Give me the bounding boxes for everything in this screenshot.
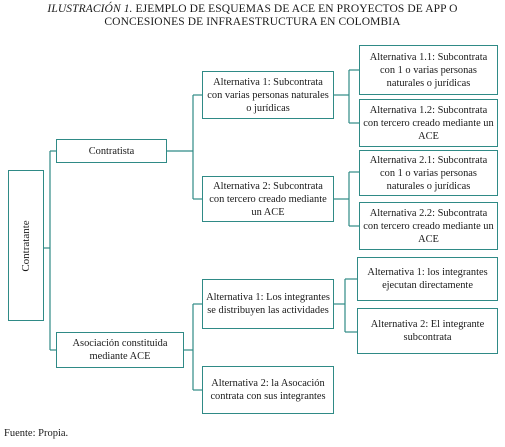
node-contratista-alt2-2: Alternativa 2.2: Subcontrata con tercero… (359, 202, 498, 250)
source-note: Fuente: Propia. (4, 428, 69, 439)
node-contratante: Contratante (8, 170, 44, 321)
node-contratista-alt2: Alternativa 2: Subcontrata con tercero c… (202, 176, 334, 222)
title-line1: EJEMPLO DE ESQUEMAS DE ACE EN PROYECTOS … (135, 3, 458, 15)
node-contratista-alt1-2: Alternativa 1.2: Subcontrata con tercero… (359, 99, 498, 147)
diagram-title-line2: CONCESIONES DE INFRAESTRUCTURA EN COLOMB… (104, 16, 401, 28)
node-contratista-alt1: Alternativa 1: Subcontrata con varias pe… (202, 71, 334, 119)
node-contratante-label: Contratante (20, 219, 32, 272)
node-contratista: Contratista (56, 139, 167, 163)
node-contratista-alt2-1: Alternativa 2.1: Subcontrata con 1 o var… (359, 150, 498, 196)
node-asociacion: Asociación constituida mediante ACE (56, 332, 184, 368)
title-lead: ILUSTRACIÓN 1. (47, 3, 133, 15)
node-asociacion-alt1-1: Alternativa 1: los integrantes ejecutan … (357, 257, 498, 301)
diagram-title: ILUSTRACIÓN 1. EJEMPLO DE ESQUEMAS DE AC… (0, 3, 505, 16)
node-asociacion-alt2: Alternativa 2: la Asocación contrata con… (202, 366, 334, 414)
node-contratista-alt1-1: Alternativa 1.1: Subcontrata con 1 o var… (359, 45, 498, 95)
node-asociacion-alt1-2: Alternativa 2: El integrante subcontrata (357, 308, 498, 354)
node-asociacion-alt1: Alternativa 1: Los integrantes se distri… (202, 279, 334, 329)
